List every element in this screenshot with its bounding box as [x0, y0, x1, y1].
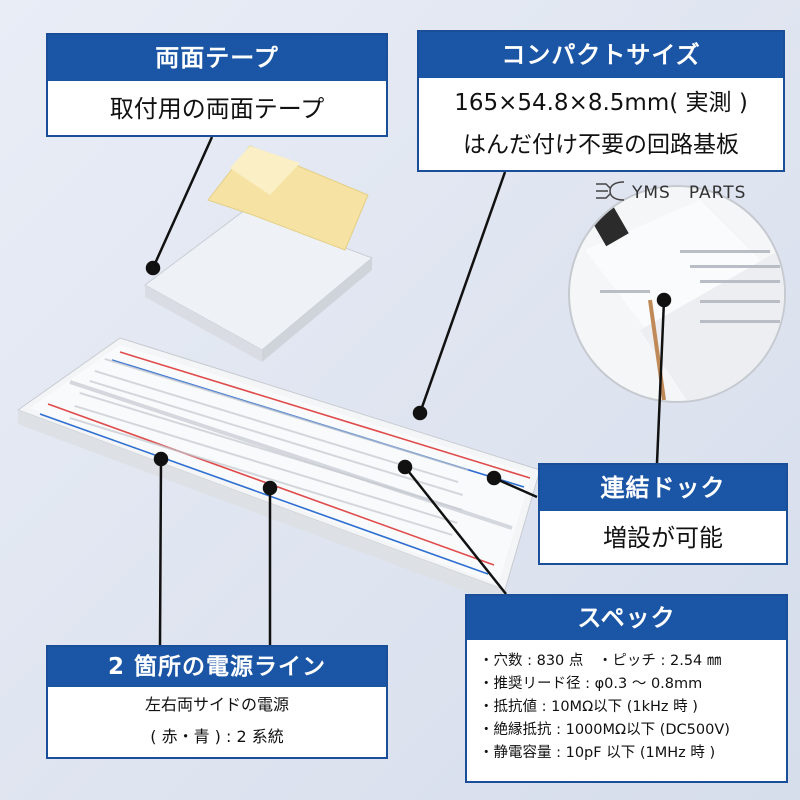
spec-item-capacitance: ・静電容量 : 10pF 以下 (1MHz 時 )	[479, 745, 716, 761]
callout-text: 増設が可能	[603, 524, 723, 552]
callout-title: 両面テープ	[48, 35, 386, 81]
callout-specifications: スペック ・穴数 : 830 点 ・ピッチ : 2.54 ㎜ ・推奨リード径 :…	[465, 594, 788, 783]
spec-item-resistance: ・抵抗値 : 10MΩ以下 (1kHz 時 )	[479, 699, 698, 715]
spec-list: ・穴数 : 830 点 ・ピッチ : 2.54 ㎜ ・推奨リード径 : φ0.3…	[467, 640, 786, 765]
callout-title: コンパクトサイズ	[419, 32, 783, 78]
solderless-description: はんだ付け不要の回路基板	[463, 132, 739, 158]
spec-item-lead-diameter: ・推奨リード径 : φ0.3 ～ 0.8mm	[479, 676, 703, 692]
callout-double-sided-tape: 両面テープ 取付用の両面テープ	[46, 33, 388, 137]
callout-compact-size: コンパクトサイズ 165×54.8×8.5mm( 実測 ) はんだ付け不要の回路…	[417, 30, 785, 172]
power-line-description: 左右両サイドの電源	[144, 695, 289, 714]
callout-title: スペック	[467, 596, 786, 640]
callout-title: 連結ドック	[540, 465, 786, 511]
circuit-logo-icon	[596, 180, 625, 201]
size-dimensions: 165×54.8×8.5mm( 実測 )	[454, 90, 748, 116]
spec-item-holes-pitch: ・穴数 : 830 点 ・ピッチ : 2.54 ㎜	[479, 653, 722, 669]
spec-item-insulation: ・絶縁抵抗 : 1000MΩ以下 (DC500V)	[479, 722, 730, 738]
power-line-count: ( 赤・青 ) : 2 系統	[150, 727, 284, 746]
callout-power-lines: 2 箇所の電源ライン 左右両サイドの電源 ( 赤・青 ) : 2 系統	[46, 645, 388, 759]
tape-pad-image	[144, 145, 373, 362]
breadboard-image	[16, 337, 541, 604]
callout-connection-dock: 連結ドック 増設が可能	[538, 463, 788, 565]
yms-parts-logo: YMS PARTS	[594, 178, 746, 203]
callout-title: 2 箇所の電源ライン	[48, 647, 386, 687]
callout-text: 取付用の両面テープ	[109, 95, 325, 123]
zoom-detail-image	[568, 185, 786, 403]
logo-text: YMS PARTS	[632, 183, 747, 203]
